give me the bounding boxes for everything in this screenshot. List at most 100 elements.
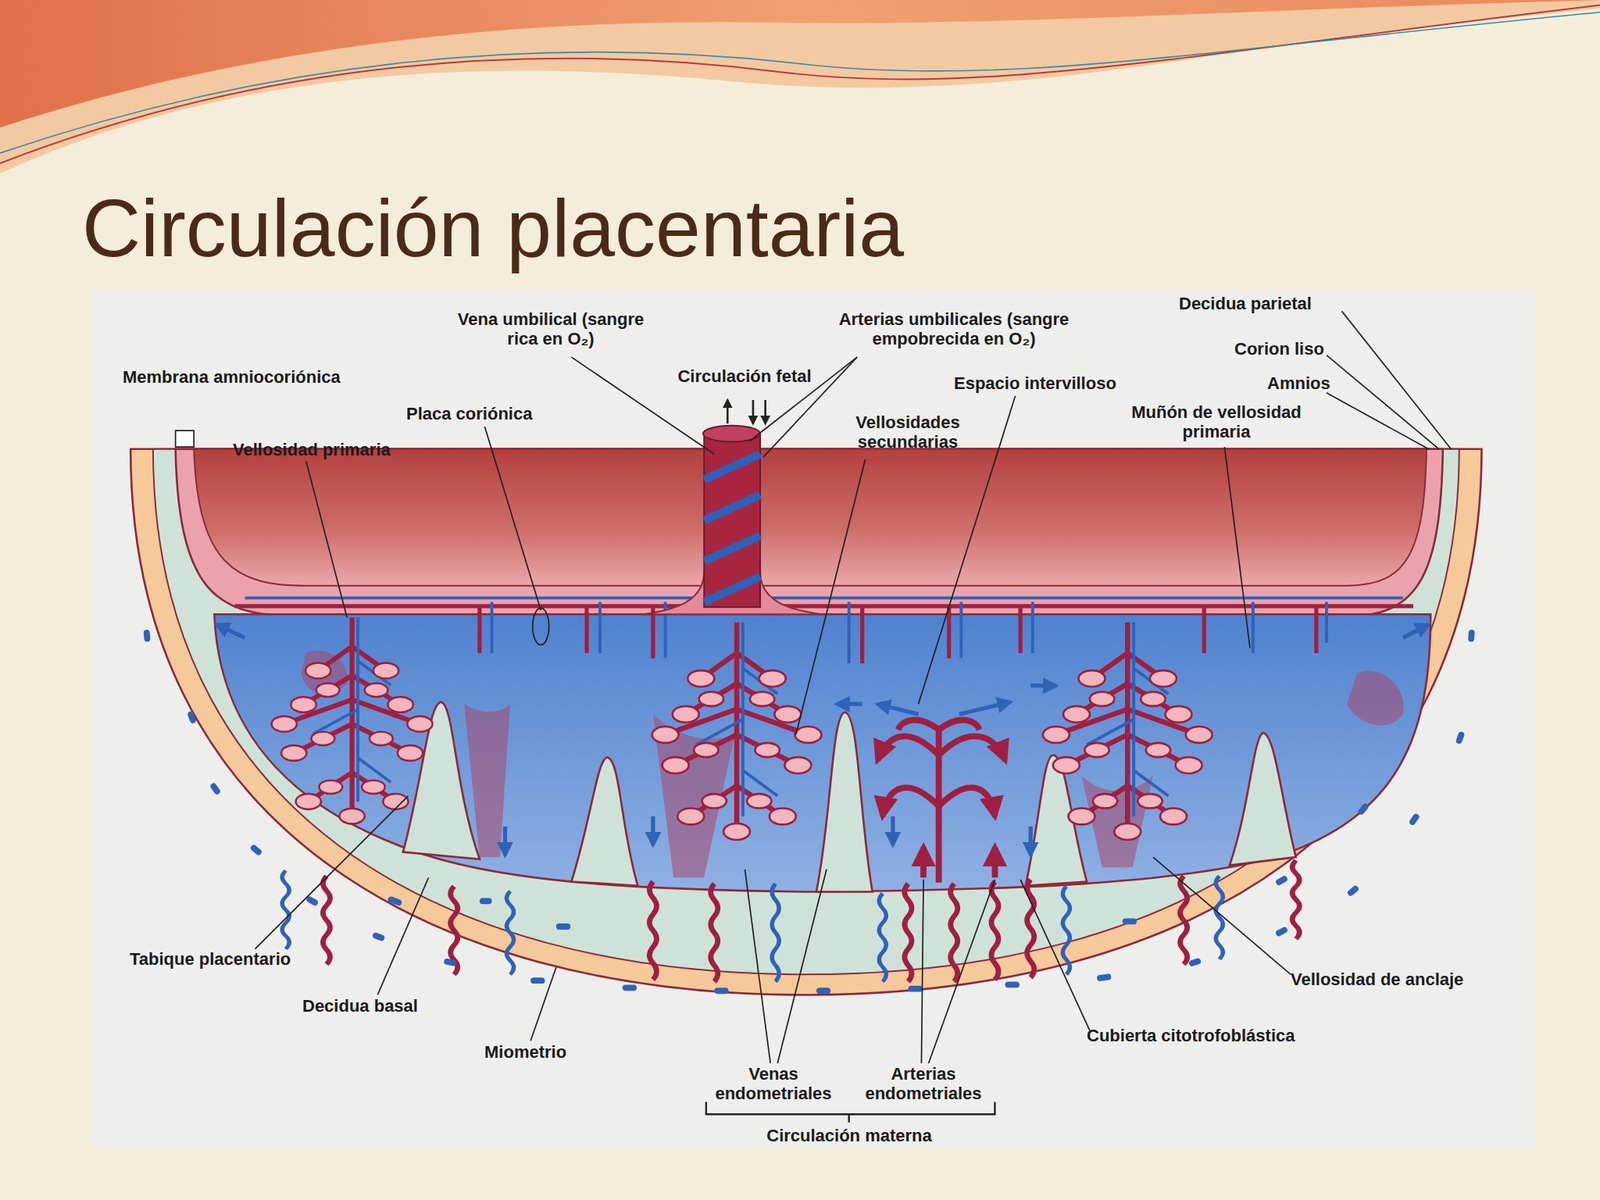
header-wave: [0, 0, 1600, 174]
maternal-vessels-part-part: [991, 881, 999, 979]
maternal-vessels-part-part: [282, 870, 290, 949]
chorionic-vessels-part: [244, 596, 1403, 600]
umbilical-cord-part: [764, 400, 767, 424]
header-wave-part: [0, 0, 1600, 174]
leader-lines-part: [1342, 310, 1452, 449]
decidua-vessels-part: [1005, 981, 1020, 988]
slide-title: Circulación placentaria: [82, 187, 904, 269]
maternal-vessels-part-part: [1028, 826, 1033, 856]
leader-lines-part: [1020, 879, 1090, 1031]
intervillous-space-part-part: [1346, 671, 1404, 726]
maternal-vessels-part-part: [216, 624, 246, 638]
decidua-vessels-part: [142, 629, 150, 643]
decidua-vessels-part: [714, 987, 729, 994]
leader-lines-part: [306, 460, 347, 618]
leader-lines-part: [1326, 392, 1429, 450]
maternal-vessels-part-part: [1403, 624, 1429, 638]
decidua-vessels-part: [1275, 875, 1289, 887]
decidua-vessels-part: [1467, 629, 1475, 643]
leader-lines-part: [175, 430, 195, 447]
part-label: Membrana amniocoriónica: [122, 367, 341, 387]
part-label: Circulación materna: [766, 1125, 933, 1146]
maternal-vessels-part-part: [1292, 860, 1300, 939]
figure-panel: [89, 289, 1536, 1149]
maternal-vessels-part-part: [1030, 683, 1057, 688]
uterus-layers-part: [153, 449, 1460, 975]
maternal-vessels-part-part: [1215, 875, 1223, 960]
chorionic-vessels: [234, 597, 1414, 664]
maternal-vessels-part-part: [890, 816, 895, 846]
maternal-vessels-part-part: [959, 702, 1011, 715]
maternal-vessels-part-part: [939, 735, 1006, 761]
decidua-vessels-part: [479, 897, 493, 904]
leader-lines-part: [530, 967, 557, 1041]
decidua-vessels-part: [209, 782, 222, 796]
maternal-vessels-part-part: [897, 720, 939, 730]
maternal-vessels-part-part: [503, 826, 508, 856]
leader-lines-part: [706, 1102, 996, 1123]
umbilical-cord-part: [703, 433, 761, 608]
decidua-vessels-part: [816, 987, 831, 994]
part-label: Tabique placentario: [129, 949, 291, 969]
leader-lines-part: [744, 869, 771, 1064]
maternal-vessels-part-part: [904, 883, 912, 982]
umbilical-cord-part-part: [703, 576, 761, 603]
part-label: Amnios: [1267, 373, 1331, 393]
leader-lines: [175, 310, 1452, 1122]
maternal-vessels-part-part: [322, 875, 330, 965]
leader-lines-part: [796, 459, 866, 736]
chorionic-vessels-part: [492, 602, 1327, 664]
decidua-vessels-part: [1357, 802, 1370, 816]
maternal-vessels-part-part: [877, 735, 939, 761]
leader-lines-part: [1153, 857, 1291, 975]
decidua-vessels-part: [1455, 731, 1466, 745]
villous-trees-part: [271, 617, 433, 824]
decidua-vessels-part: [1188, 957, 1202, 968]
placental-septa: [403, 702, 1297, 893]
decidua-vessels-part: [1275, 925, 1290, 937]
leader-lines-part: [255, 796, 409, 950]
maternal-vessels-part: [216, 624, 1429, 855]
part-label: Circulación fetal: [677, 366, 811, 386]
part-label: Vellosidad primaria: [232, 439, 391, 460]
maternal-vessels-part-part: [1180, 875, 1188, 965]
maternal-vessels-part-part: [939, 720, 980, 730]
intervillous-space-part: [214, 614, 1431, 892]
decidua-vessels-part: [387, 895, 404, 907]
maternal-vessels: [216, 624, 1429, 982]
placental-septa-part: [1229, 732, 1297, 866]
decidua-vessels-part: [443, 957, 458, 967]
maternal-vessels-part-part: [939, 787, 996, 817]
decidua-vessels-part: [249, 843, 263, 857]
leader-lines-part: [921, 879, 924, 1064]
uterus-layers: [130, 449, 1482, 996]
maternal-vessels-part-part: [650, 816, 655, 846]
maternal-vessels-part-part: [836, 702, 863, 707]
uterus-layers-part: [130, 449, 1482, 996]
maternal-vessels-part-part: [771, 883, 779, 982]
maternal-vessels-part: [877, 720, 1005, 883]
leader-lines-part: [377, 877, 429, 995]
umbilical-cord-part: [752, 400, 755, 424]
maternal-vessels-part-part: [506, 891, 514, 975]
leader-lines-part: [1224, 446, 1250, 648]
maternal-vessels-part-part: [950, 883, 958, 982]
part-label: Decidua parietal: [1178, 293, 1312, 314]
part-label: Arterias endometriales: [853, 1064, 994, 1104]
leader-lines-part: [532, 607, 550, 645]
header-wave-part: [0, 5, 1600, 164]
uterus-layers-part: [193, 449, 1427, 586]
umbilical-cord-part-part: [703, 535, 761, 562]
part-label: Cubierta citotrofoblástica: [1086, 1025, 1295, 1046]
decidua-vessels-part: [1408, 812, 1421, 826]
part-label: Placa coriónica: [406, 403, 533, 424]
decidua-vessels-part: [530, 977, 545, 984]
maternal-vessels-part-part: [992, 846, 999, 878]
leader-lines-part: [777, 869, 827, 1064]
maternal-vessels-part-part: [710, 883, 718, 982]
maternal-vessels-part: [322, 860, 1300, 982]
part-label: Vellosidades secundarias: [839, 412, 977, 453]
part-label: Miometrio: [484, 1042, 567, 1062]
header-wave-part: [0, 12, 1600, 154]
